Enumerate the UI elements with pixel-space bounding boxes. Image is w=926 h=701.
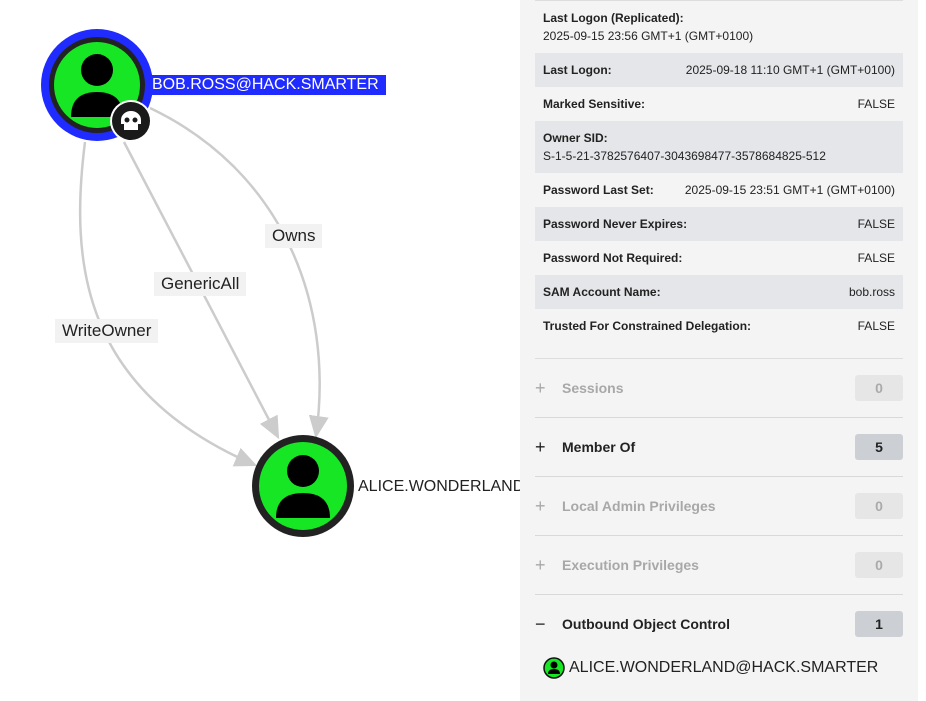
node-alice-wonderland[interactable] xyxy=(252,435,354,537)
prop-owner-sid: Owner SID: S-1-5-21-3782576407-3043698477… xyxy=(535,121,903,173)
prop-password-last-set: Password Last Set: 2025-09-15 23:51 GMT+1… xyxy=(535,173,903,207)
section-sessions[interactable]: + Sessions 0 xyxy=(535,358,903,417)
prop-last-logon: Last Logon: 2025-09-18 11:10 GMT+1 (GMT+0… xyxy=(535,53,903,87)
section-title: Member Of xyxy=(562,439,636,455)
outbound-item[interactable]: ALICE.WONDERLAND@HACK.SMARTER xyxy=(543,653,918,683)
prop-marked-sensitive: Marked Sensitive: FALSE xyxy=(535,87,903,121)
prop-key: Trusted For Constrained Delegation: xyxy=(543,319,752,333)
expand-icon[interactable]: + xyxy=(535,377,546,398)
section-execution-privileges[interactable]: + Execution Privileges 0 xyxy=(535,535,903,594)
user-icon xyxy=(276,455,330,518)
prop-key: Last Logon (Replicated): xyxy=(543,11,684,25)
prop-key: Password Not Required: xyxy=(543,251,683,265)
prop-trusted-for-constrained-delegation: Trusted For Constrained Delegation: FALSE xyxy=(535,309,903,343)
section-title: Execution Privileges xyxy=(562,557,699,573)
skull-icon xyxy=(110,100,152,142)
expand-icon[interactable]: + xyxy=(535,554,546,575)
section-local-admin-privileges[interactable]: + Local Admin Privileges 0 xyxy=(535,476,903,535)
prop-value: 2025-09-15 23:56 GMT+1 (GMT+0100) xyxy=(543,29,754,43)
edge-label-writeowner: WriteOwner xyxy=(55,319,159,343)
node-label-alice: ALICE.WONDERLAND xyxy=(358,478,525,495)
section-outbound-object-control[interactable]: −Outbound Object Control 1 xyxy=(535,594,903,653)
prop-value: FALSE xyxy=(857,217,895,231)
node-label-bob-ross: BOB.ROSS@HACK.SMARTER xyxy=(150,75,386,95)
node-properties-panel[interactable]: Last Logon (Replicated): 2025-09-15 23:56… xyxy=(520,0,918,701)
user-icon xyxy=(71,54,123,117)
edge-label-genericall: GenericAll xyxy=(154,272,247,296)
section-title: Local Admin Privileges xyxy=(562,498,716,514)
section-title: Outbound Object Control xyxy=(562,616,730,632)
section-title: Sessions xyxy=(562,380,624,396)
prop-value: 2025-09-18 11:10 GMT+1 (GMT+0100) xyxy=(685,63,895,77)
prop-value: FALSE xyxy=(857,97,895,111)
edge-label-owns: Owns xyxy=(265,224,323,248)
section-count: 1 xyxy=(855,611,903,637)
section-count: 0 xyxy=(855,493,903,519)
prop-last-logon-replicated: Last Logon (Replicated): 2025-09-15 23:56… xyxy=(535,1,903,53)
prop-value: bob.ross xyxy=(848,285,895,299)
prop-value: 2025-09-15 23:51 GMT+1 (GMT+0100) xyxy=(684,183,895,197)
user-icon xyxy=(543,657,565,679)
section-count: 0 xyxy=(855,375,903,401)
prop-value: FALSE xyxy=(857,319,895,333)
expand-icon[interactable]: + xyxy=(535,495,546,516)
prop-key: Password Last Set: xyxy=(543,183,654,197)
outbound-item-label: ALICE.WONDERLAND@HACK.SMARTER xyxy=(569,659,879,676)
prop-value: S-1-5-21-3782576407-3043698477-357868482… xyxy=(543,149,826,163)
prop-key: Owner SID: xyxy=(543,131,608,145)
prop-key: Last Logon: xyxy=(543,63,612,77)
edge-writeowner[interactable] xyxy=(78,141,258,467)
prop-password-not-required: Password Not Required: FALSE xyxy=(535,241,903,275)
section-member-of[interactable]: + Member Of 5 xyxy=(535,417,903,476)
section-count: 5 xyxy=(855,434,903,460)
prop-key: SAM Account Name: xyxy=(543,285,661,299)
section-count: 0 xyxy=(855,552,903,578)
expand-icon[interactable]: + xyxy=(535,436,546,457)
collapse-icon[interactable]: − xyxy=(535,613,546,634)
prop-password-never-expires: Password Never Expires: FALSE xyxy=(535,207,903,241)
prop-value: FALSE xyxy=(857,251,895,265)
prop-sam-account-name: SAM Account Name: bob.ross xyxy=(535,275,903,309)
prop-key: Marked Sensitive: xyxy=(543,97,646,111)
prop-key: Password Never Expires: xyxy=(543,217,688,231)
